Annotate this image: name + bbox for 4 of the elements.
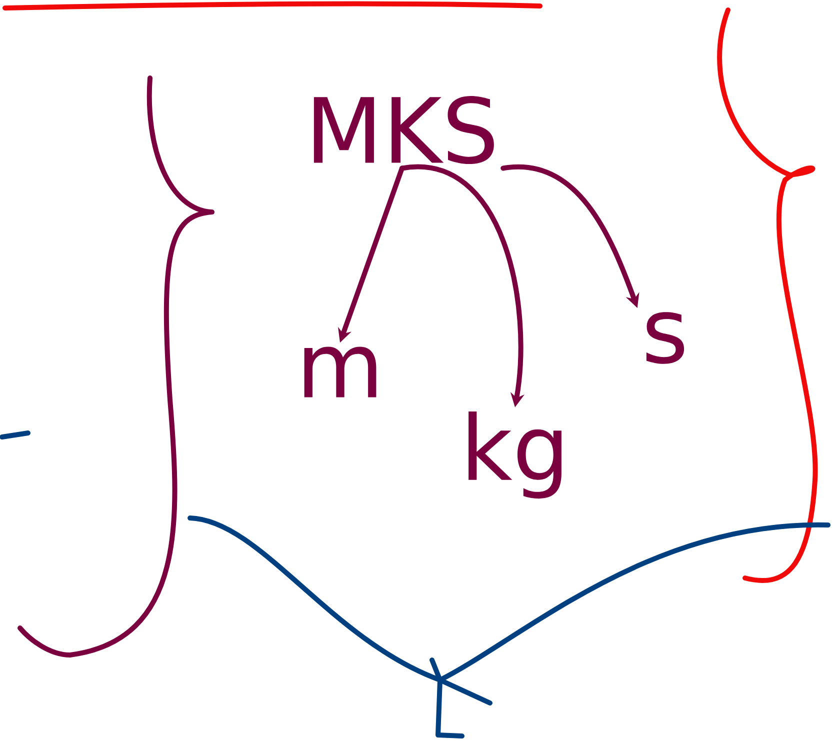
handwritten-label: MKS <box>314 96 494 164</box>
handwritten-label: s <box>646 312 684 364</box>
handwritten-label: kg <box>468 411 562 499</box>
handwritten-label: m <box>304 346 376 398</box>
